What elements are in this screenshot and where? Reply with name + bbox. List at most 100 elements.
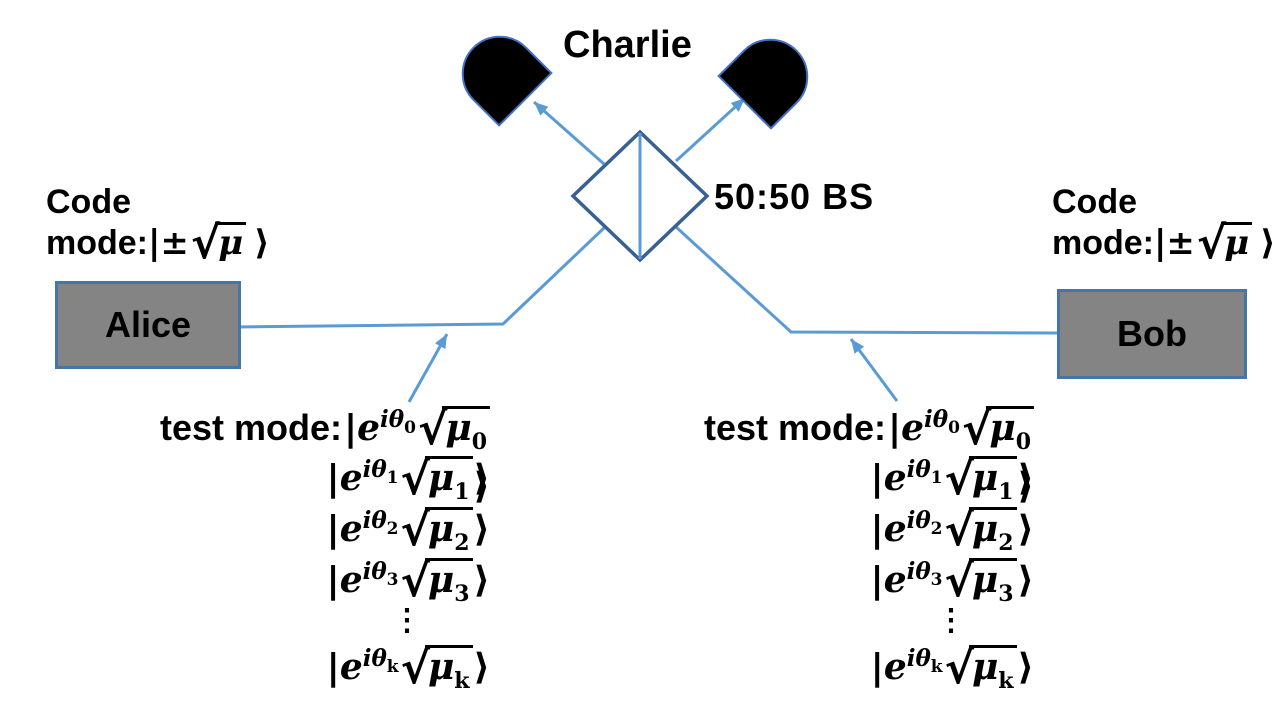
test-mode-arrow-left [407, 333, 449, 403]
itheta-exponent: iθ [380, 406, 405, 433]
ket-bar: | [326, 647, 340, 688]
mode-word: mode: [1052, 224, 1154, 262]
mu-subscript: 0 [1015, 429, 1031, 455]
code-mode-formula: mode:|±√μ⟩ [46, 218, 270, 269]
ket-bar: | [870, 647, 884, 688]
alice-node: Alice [55, 281, 241, 369]
itheta-exponent: iθ [906, 456, 931, 483]
itheta-exponent: iθ [362, 456, 387, 483]
ket-rangle: ⟩ [1260, 223, 1276, 263]
itheta-exponent: iθ [906, 645, 931, 672]
itheta-exponent: iθ [924, 406, 949, 433]
ket-bar: | [326, 458, 340, 499]
code-mode-label-left: Code mode:|±√μ⟩ [46, 182, 270, 269]
mode-word: mode: [46, 224, 148, 262]
test-mode-label: test mode: [159, 407, 342, 448]
test-mode-arrow-right [849, 338, 899, 402]
mu-symbol: μ [971, 646, 999, 688]
ket-row: |eiθ3√μ3⟩ [326, 556, 490, 607]
vertical-dots: ⋮ [936, 604, 966, 637]
output-arm-left-arrow [533, 100, 605, 166]
ket-row: |eiθk√μk⟩ [870, 643, 1034, 694]
theta-subscript: 2 [930, 519, 943, 539]
test-mode-list-right: test mode:|eiθ0√μ0⟩ |eiθ1√μ1⟩ |eiθ2√μ2⟩ … [700, 402, 1034, 693]
beam-splitter-label: 50:50 BS [714, 176, 875, 217]
mu-subscript: 1 [998, 479, 1014, 505]
mu-subscript: 1 [454, 479, 470, 505]
ket-rangle: ⟩ [1017, 647, 1034, 688]
theta-subscript: 1 [930, 468, 943, 488]
theta-subscript: 3 [930, 570, 943, 590]
mu-symbol: μ [445, 407, 472, 449]
mu-symbol: μ [218, 223, 244, 263]
alice-fiber-line [236, 226, 606, 329]
mu-symbol: μ [1224, 223, 1250, 263]
itheta-exponent: iθ [906, 507, 931, 534]
ket-bar: | [148, 223, 161, 263]
alice-label: Alice [104, 304, 192, 345]
itheta-exponent: iθ [362, 645, 387, 672]
bob-fiber-line [674, 225, 1058, 335]
mu-symbol: μ [971, 559, 999, 601]
ket-bar: | [870, 560, 884, 601]
theta-subscript: 0 [948, 418, 960, 438]
mu-symbol: μ [427, 457, 455, 499]
itheta-exponent: iθ [362, 507, 387, 534]
ket-row: test mode:|eiθ0√μ0⟩ [159, 404, 490, 507]
e-symbol: e [883, 646, 907, 688]
e-symbol: e [883, 559, 907, 601]
e-symbol: e [339, 559, 363, 601]
e-symbol: e [901, 407, 925, 449]
ket-bar: | [326, 509, 340, 550]
ket-row: |eiθ1√μ1⟩ [870, 454, 1034, 505]
code-mode-formula: mode:|±√μ⟩ [1052, 218, 1276, 269]
e-symbol: e [883, 457, 907, 499]
ket-rangle: ⟩ [1017, 466, 1034, 507]
mu-subscript: k [998, 668, 1014, 694]
theta-subscript: 0 [404, 418, 416, 438]
mu-symbol: μ [427, 508, 455, 550]
itheta-exponent: iθ [906, 558, 931, 585]
plus-minus-sign: ± [160, 223, 189, 263]
test-mode-label: test mode: [703, 407, 886, 448]
mu-symbol: μ [427, 646, 455, 688]
mu-symbol: μ [427, 559, 455, 601]
mu-subscript: 2 [454, 530, 470, 556]
mu-subscript: 3 [454, 581, 470, 607]
ket-bar: | [887, 408, 902, 449]
ket-rangle: ⟩ [1017, 560, 1034, 601]
plus-minus-sign: ± [1166, 223, 1195, 263]
e-symbol: e [339, 457, 363, 499]
ket-rangle: ⟩ [473, 466, 490, 507]
detector-left-icon [461, 35, 553, 127]
mu-symbol: μ [971, 457, 999, 499]
e-symbol: e [883, 508, 907, 550]
theta-subscript: 3 [386, 570, 399, 590]
bob-label: Bob [1117, 313, 1187, 354]
ket-row: |eiθ2√μ2⟩ [326, 505, 490, 556]
e-symbol: e [339, 508, 363, 550]
charlie-label: Charlie [563, 24, 692, 66]
mu-symbol: μ [989, 407, 1016, 449]
bob-node: Bob [1057, 289, 1247, 379]
ket-row: |eiθk√μk⟩ [326, 643, 490, 694]
e-symbol: e [357, 407, 381, 449]
output-arm-right-arrow [674, 96, 747, 163]
ket-rangle: ⟩ [473, 509, 490, 550]
itheta-exponent: iθ [362, 558, 387, 585]
ket-bar: | [326, 560, 340, 601]
ket-row: test mode:|eiθ0√μ0⟩ [703, 404, 1034, 507]
theta-subscript: k [930, 657, 943, 677]
ket-bar: | [870, 458, 884, 499]
ket-rangle: ⟩ [473, 458, 490, 499]
ket-rangle: ⟩ [473, 560, 490, 601]
code-mode-word: Code [1052, 183, 1137, 221]
ket-bar: | [343, 408, 358, 449]
mu-subscript: 3 [998, 581, 1014, 607]
detector-right-icon [717, 38, 809, 130]
code-mode-label-right: Code mode:|±√μ⟩ [1052, 182, 1276, 269]
mu-symbol: μ [971, 508, 999, 550]
ket-bar: | [870, 509, 884, 550]
